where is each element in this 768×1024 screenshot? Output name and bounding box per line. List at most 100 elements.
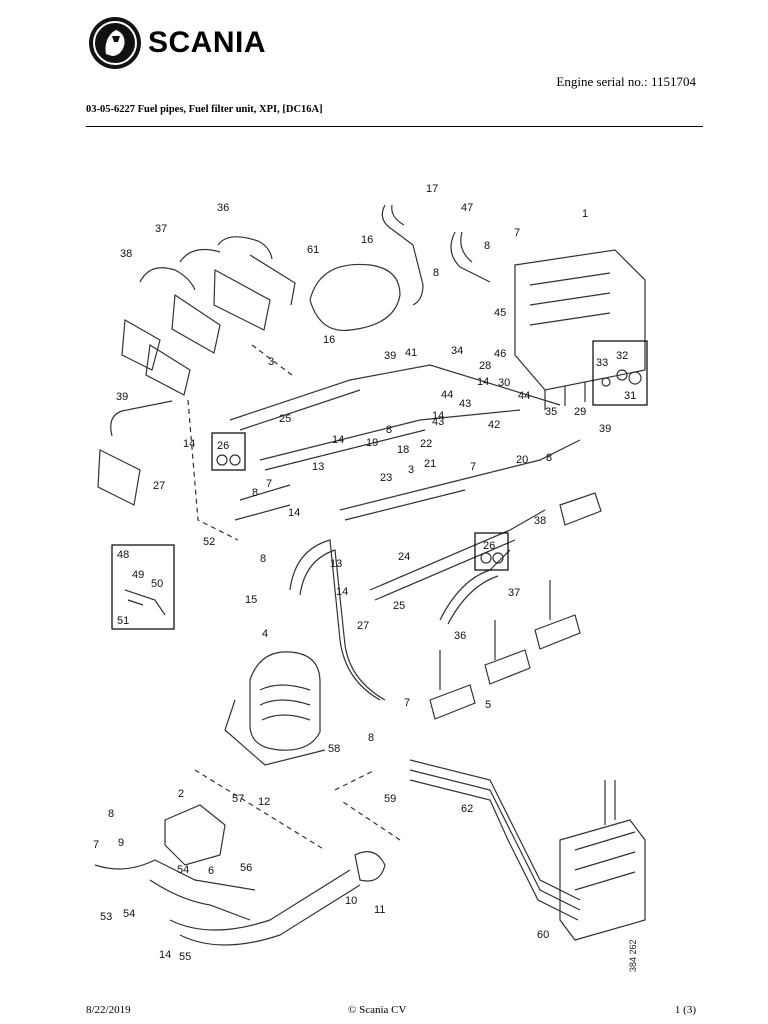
callout: 14 xyxy=(183,438,195,450)
callout: 12 xyxy=(258,796,270,808)
drawing-number: 384 262 xyxy=(628,939,638,972)
callout: 13 xyxy=(312,461,324,473)
callout: 57 xyxy=(232,793,244,805)
callout: 23 xyxy=(380,472,392,484)
footer-date: 8/22/2019 xyxy=(86,1004,131,1016)
callout: 25 xyxy=(279,413,291,425)
callout: 8 xyxy=(260,553,266,565)
callout: 8 xyxy=(368,732,374,744)
callout: 30 xyxy=(498,377,510,389)
callout: 14 xyxy=(332,434,344,446)
callout: 13 xyxy=(330,558,342,570)
callout: 59 xyxy=(384,793,396,805)
callout: 6 xyxy=(208,865,214,877)
callout: 52 xyxy=(203,536,215,548)
callout: 29 xyxy=(574,406,586,418)
callout: 36 xyxy=(217,202,229,214)
callout: 7 xyxy=(404,697,410,709)
engine-serial-number: Engine serial no.: 1151704 xyxy=(556,74,696,89)
callout: 1 xyxy=(582,208,588,220)
callout: 34 xyxy=(451,345,463,357)
callout: 61 xyxy=(307,244,319,256)
callout: 27 xyxy=(153,480,165,492)
callout: 14 xyxy=(159,949,171,961)
callout: 35 xyxy=(545,406,557,418)
callout: 31 xyxy=(624,390,636,402)
callout: 27 xyxy=(357,620,369,632)
callout: 36 xyxy=(454,630,466,642)
callout: 38 xyxy=(120,248,132,260)
callout: 37 xyxy=(155,223,167,235)
callout: 7 xyxy=(266,478,272,490)
callout: 20 xyxy=(516,454,528,466)
callout: 45 xyxy=(494,307,506,319)
callout: 7 xyxy=(470,461,476,473)
callout: 54 xyxy=(177,864,189,876)
callout: 21 xyxy=(424,458,436,470)
callout: 44 xyxy=(441,389,453,401)
callout: 48 xyxy=(117,549,129,561)
callout: 26 xyxy=(217,440,229,452)
callout: 38 xyxy=(534,515,546,527)
callout: 8 xyxy=(386,424,392,436)
callout: 32 xyxy=(616,350,628,362)
callout: 39 xyxy=(384,350,396,362)
callout: 14 xyxy=(288,507,300,519)
footer-copyright: © Scania CV xyxy=(348,1004,407,1016)
callout: 14 xyxy=(432,410,444,422)
callout: 2 xyxy=(178,788,184,800)
scania-logo xyxy=(86,14,276,72)
callout: 7 xyxy=(93,839,99,851)
callout: 9 xyxy=(118,837,124,849)
callout: 14 xyxy=(477,376,489,388)
callout: 3 xyxy=(408,464,414,476)
callout: 42 xyxy=(488,419,500,431)
diagram-line-art xyxy=(94,204,648,946)
document-title: 03-05-6227 Fuel pipes, Fuel filter unit,… xyxy=(86,104,323,115)
callout: 58 xyxy=(328,743,340,755)
callout: 41 xyxy=(405,347,417,359)
callout: 17 xyxy=(426,183,438,195)
fuel-system-exploded-diagram: 1 2 3 3 4 5 6 7 7 7 7 7 8 8 8 8 8 8 8 8 … xyxy=(93,183,648,972)
callout: 25 xyxy=(393,600,405,612)
callout: 16 xyxy=(323,334,335,346)
callout: 49 xyxy=(132,569,144,581)
callout: 39 xyxy=(116,391,128,403)
callout: 11 xyxy=(374,904,385,916)
callout: 15 xyxy=(245,594,257,606)
callout: 10 xyxy=(345,895,357,907)
callout: 56 xyxy=(240,862,252,874)
callout: 8 xyxy=(108,808,114,820)
callout: 37 xyxy=(508,587,520,599)
callout: 3 xyxy=(268,356,274,368)
callout: 22 xyxy=(420,438,432,450)
callout: 33 xyxy=(596,357,608,369)
scania-wordmark: SCANIA xyxy=(148,26,267,59)
callout: 43 xyxy=(432,416,444,428)
header-divider xyxy=(86,126,703,127)
callout: 28 xyxy=(479,360,491,372)
callout: 5 xyxy=(485,699,491,711)
callout: 46 xyxy=(494,348,506,360)
callout-labels: 1 2 3 3 4 5 6 7 7 7 7 7 8 8 8 8 8 8 8 8 … xyxy=(93,183,638,972)
footer-page-number: 1 (3) xyxy=(674,1004,696,1016)
callout: 47 xyxy=(461,202,473,214)
scania-griffin-badge-icon xyxy=(89,17,141,69)
callout: 16 xyxy=(361,234,373,246)
callout: 60 xyxy=(537,929,549,941)
callout: 51 xyxy=(117,615,129,627)
callout: 8 xyxy=(252,487,258,499)
callout: 19 xyxy=(366,437,378,449)
callout: 7 xyxy=(514,227,520,239)
callout: 18 xyxy=(397,444,409,456)
callout: 4 xyxy=(262,628,268,640)
callout: 53 xyxy=(100,911,112,923)
callout: 55 xyxy=(179,951,191,963)
callout: 62 xyxy=(461,803,473,815)
callout: 50 xyxy=(151,578,163,590)
callout: 24 xyxy=(398,551,410,563)
callout: 14 xyxy=(336,586,348,598)
callout: 8 xyxy=(433,267,439,279)
callout: 44 xyxy=(518,390,530,402)
callout: 39 xyxy=(599,423,611,435)
